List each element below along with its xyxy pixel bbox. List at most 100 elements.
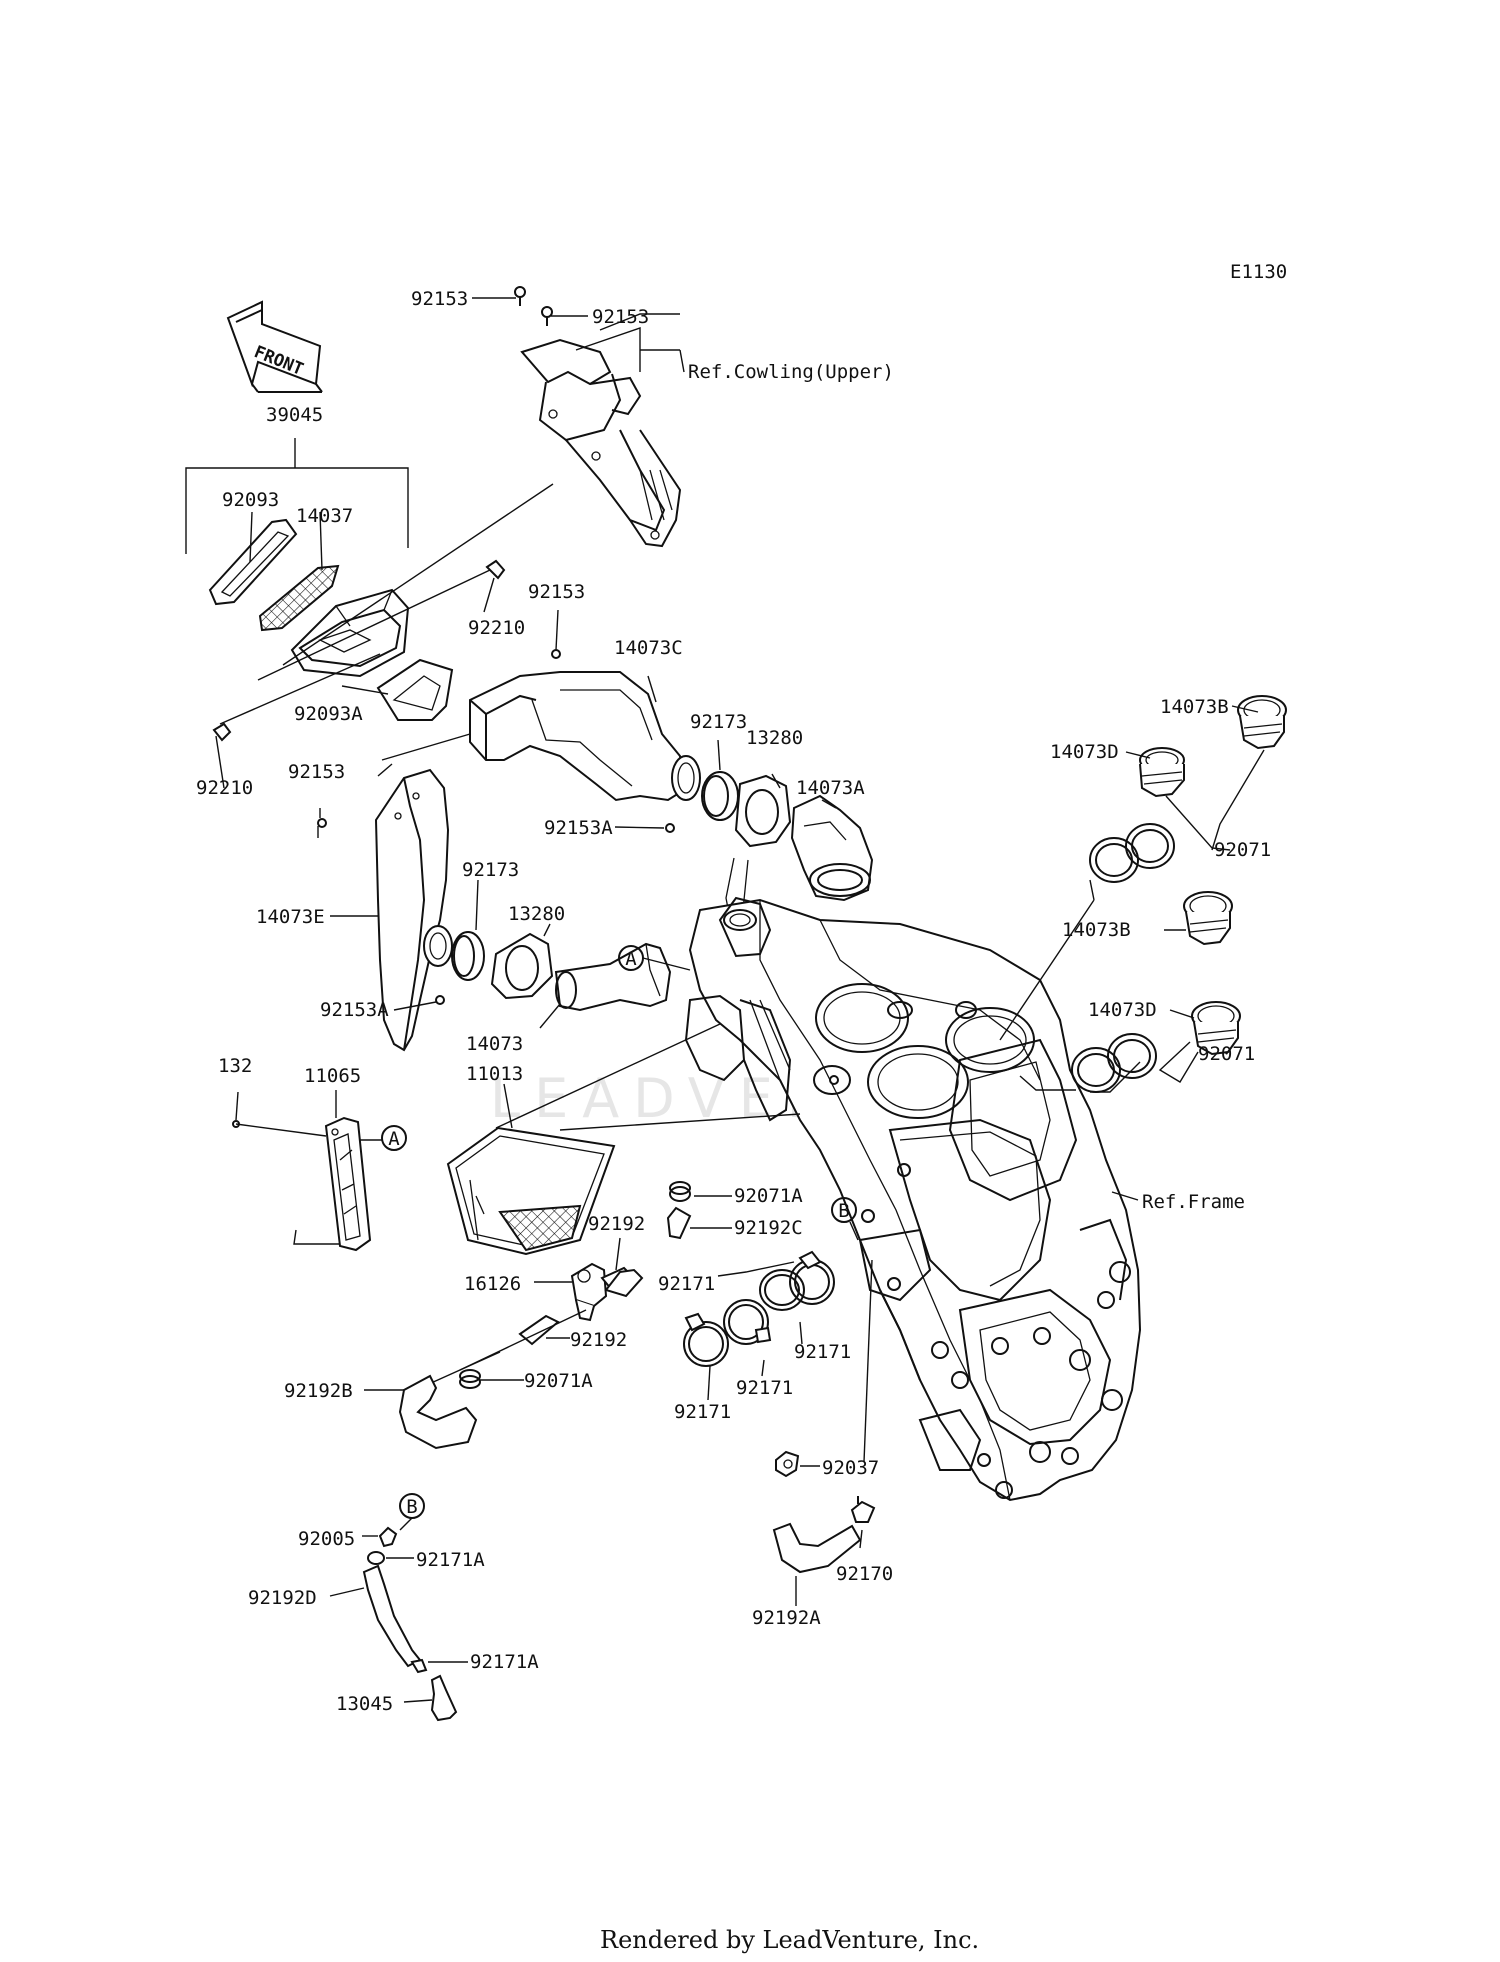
label-14073B: 14073B (1062, 919, 1131, 941)
clamp-92171-c (723, 1299, 772, 1345)
air-duct-14073E (374, 768, 453, 1052)
label-11013: 11013 (466, 1063, 523, 1085)
label-13280: 13280 (508, 903, 565, 925)
gasket-13280-upper (734, 774, 792, 848)
fitting-92005 (378, 1526, 398, 1548)
clip-92037 (775, 1450, 800, 1478)
label-92153: 92153 (528, 581, 585, 603)
bolt-92153A-upper (665, 823, 675, 833)
clamp-92171A-upper (367, 1551, 385, 1565)
funnel-14073B-lower (1183, 891, 1233, 946)
clip-92210-lower (212, 722, 232, 742)
air-duct-14073C (469, 671, 701, 802)
label-13045: 13045 (336, 1693, 393, 1715)
label-92093A: 92093A (294, 703, 363, 725)
clamp-92171-b (789, 1250, 835, 1305)
label-92210: 92210 (468, 617, 525, 639)
footer-credit: Rendered by LeadVenture, Inc. (600, 1926, 979, 1954)
clamp-92173-upper (701, 771, 739, 821)
seal-92093A (376, 658, 454, 721)
label-92192: 92192 (588, 1213, 645, 1235)
label-92171A: 92171A (416, 1549, 485, 1571)
cap-13045 (430, 1674, 458, 1722)
label-14073D: 14073D (1088, 999, 1157, 1021)
cover-11065 (324, 1116, 372, 1252)
front-direction-arrow: FRONT (226, 300, 323, 393)
label-14073B: 14073B (1160, 696, 1229, 718)
svg-text:B: B (838, 1200, 849, 1222)
marker-b-top: B (831, 1197, 857, 1223)
label-92192A: 92192A (752, 1607, 821, 1629)
svg-text:A: A (388, 1128, 400, 1150)
label-92171: 92171 (674, 1401, 731, 1423)
plug-92071A-upper (669, 1181, 691, 1202)
marker-b-bottom: B (399, 1493, 425, 1519)
hose-92192A (772, 1522, 862, 1574)
air-filter-11013 (446, 1126, 616, 1256)
label-92170: 92170 (836, 1563, 893, 1585)
bolt-92153-upper-duct (551, 649, 561, 659)
label-92153A: 92153A (320, 999, 389, 1021)
clamp-92173-lower (451, 931, 485, 981)
seal-92093 (208, 518, 298, 606)
clamp-92171A-lower (410, 1658, 428, 1674)
funnel-14073B-upper (1237, 695, 1287, 750)
screen-14037 (258, 564, 340, 632)
label-13280: 13280 (746, 727, 803, 749)
clamp-92171-a (759, 1269, 805, 1311)
svg-text:A: A (625, 948, 637, 970)
label-92173: 92173 (690, 711, 747, 733)
group-bracket-39045 (185, 467, 409, 554)
frame-assembly (684, 896, 1142, 1502)
label-92071: 92071 (1198, 1043, 1255, 1065)
label-92153: 92153 (592, 306, 649, 328)
label-92173: 92173 (462, 859, 519, 881)
label-92210: 92210 (196, 777, 253, 799)
diagram-code: E1130 (1230, 261, 1287, 283)
ref-cowling-upper: Ref.Cowling(Upper) (688, 361, 894, 383)
bolt-92153A-lower (435, 995, 445, 1005)
label-132: 132 (218, 1055, 252, 1077)
label-92153A: 92153A (544, 817, 613, 839)
hose-92192-upper (604, 1268, 644, 1298)
label-14037: 14037 (296, 505, 353, 527)
gasket-13280-lower (490, 932, 554, 1000)
ring-92071-lower (1071, 1033, 1157, 1093)
plug-92071A-lower (459, 1369, 481, 1389)
clip-92170 (850, 1496, 876, 1523)
label-92005: 92005 (298, 1528, 355, 1550)
funnel-14073D-lower (1191, 1001, 1241, 1056)
label-92192: 92192 (570, 1329, 627, 1351)
funnel-14073D-upper (1139, 747, 1185, 798)
label-92192D: 92192D (248, 1587, 317, 1609)
clamp-92171-d (683, 1312, 729, 1367)
label-92171: 92171 (736, 1377, 793, 1399)
label-14073: 14073 (466, 1033, 523, 1055)
bolt-92153-mid-left (317, 818, 327, 828)
label-92171: 92171 (658, 1273, 715, 1295)
label-92192C: 92192C (734, 1217, 803, 1239)
label-39045: 39045 (266, 404, 323, 426)
label-92071: 92071 (1214, 839, 1271, 861)
ref-frame: Ref.Frame (1142, 1191, 1245, 1213)
label-92192B: 92192B (284, 1380, 353, 1402)
elbow-14073A (790, 794, 874, 902)
cowling-bracket (520, 338, 682, 548)
ring-92071-upper (1089, 823, 1175, 883)
label-14073C: 14073C (614, 637, 683, 659)
label-92171A: 92171A (470, 1651, 539, 1673)
hose-92192C (666, 1206, 692, 1240)
label-16126: 16126 (464, 1273, 521, 1295)
hose-92192B (398, 1374, 478, 1450)
label-92171: 92171 (794, 1341, 851, 1363)
label-92037: 92037 (822, 1457, 879, 1479)
hose-92192-lower (518, 1314, 560, 1346)
label-92153: 92153 (411, 288, 468, 310)
clip-92210-upper (485, 559, 506, 580)
bolt-92153-top-left (514, 286, 526, 306)
label-11065: 11065 (304, 1065, 361, 1087)
label-14073D: 14073D (1050, 741, 1119, 763)
label-92071A: 92071A (524, 1370, 593, 1392)
hose-92192D (362, 1564, 422, 1668)
